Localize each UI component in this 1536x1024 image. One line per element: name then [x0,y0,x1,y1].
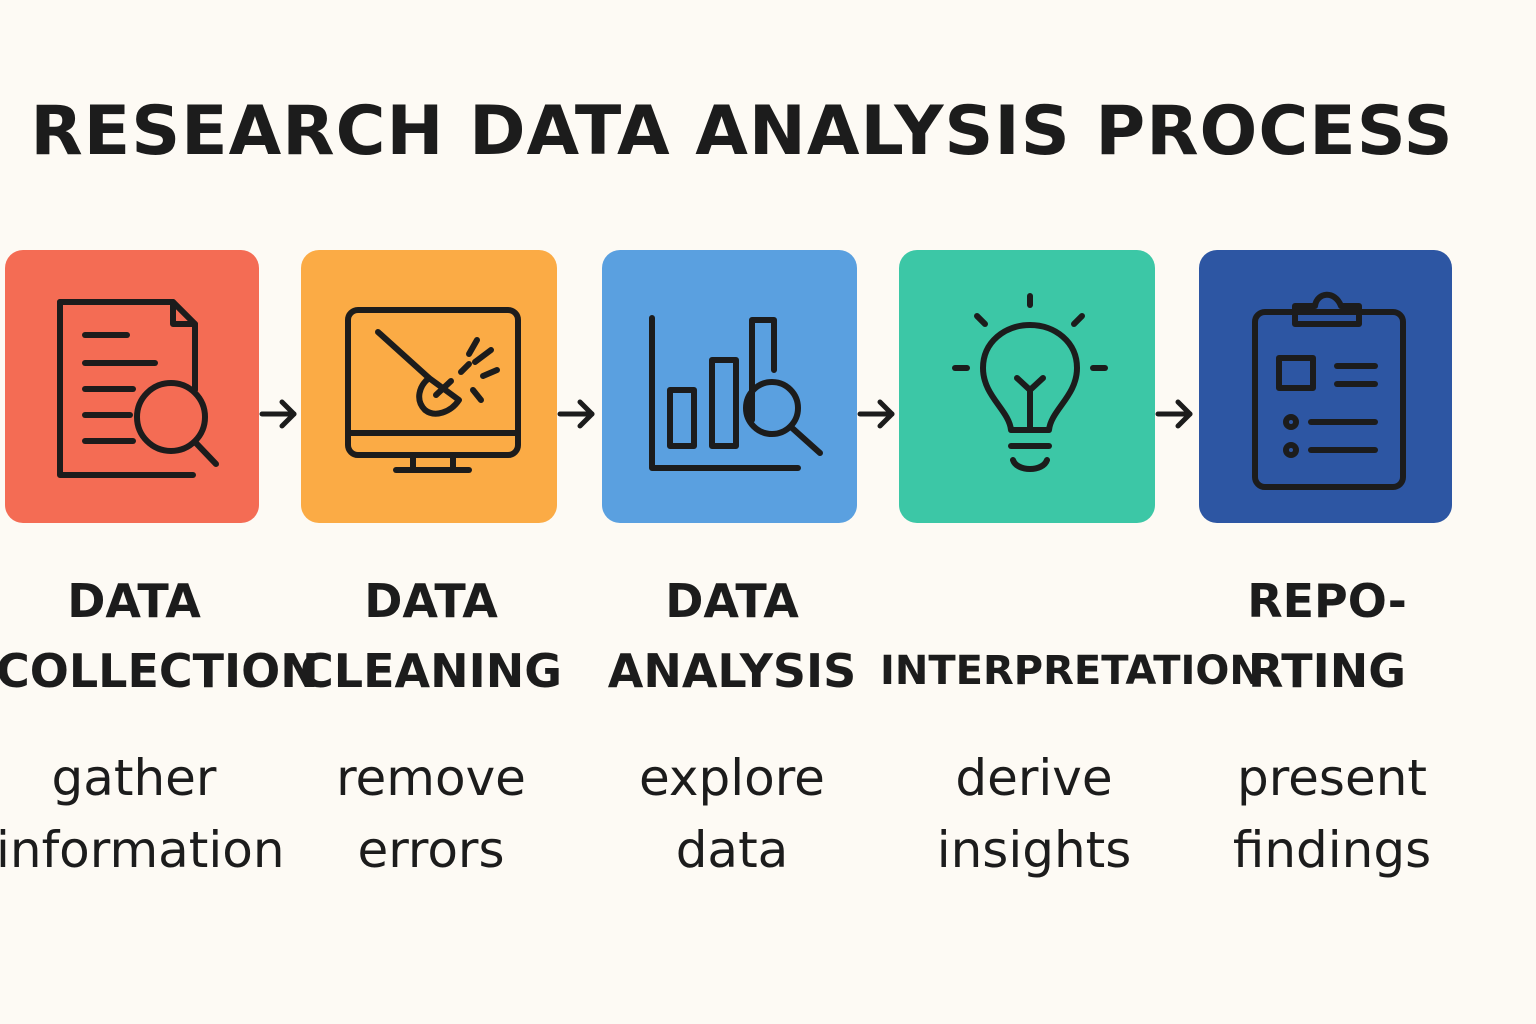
page-title: RESEARCH DATA ANALYSIS PROCESS [30,92,1454,171]
step-desc-line: data [675,821,789,879]
step-desc-data-analysis: explore data [600,742,864,886]
step-label-line: REPO- [1247,574,1407,628]
step-desc-reporting: present findings [1200,742,1464,886]
step-desc-line: explore [639,749,825,807]
step-desc-line: gather [51,749,217,807]
step-tile-data-collection [5,250,259,523]
step-label-line: RTING [1247,644,1407,698]
step-desc-line: derive [955,749,1113,807]
step-tile-data-cleaning [301,250,557,523]
step-desc-interpretation: derive insights [900,742,1168,886]
step-label-line: ANALYSIS [607,644,857,698]
step-desc-line: insights [936,821,1132,879]
arrow-right-icon [1155,399,1193,429]
step-desc-data-collection: gather information [0,742,285,886]
arrow-right-icon [857,399,895,429]
step-label-line: DATA [665,574,799,628]
step-desc-line: present [1236,749,1428,807]
document-search-icon [57,299,219,478]
step-label-data-cleaning: DATA CLEANING [296,566,566,706]
step-desc-line: information [0,821,285,879]
bar-chart-search-icon [649,315,823,471]
step-label-reporting: REPO- RTING [1214,566,1440,706]
lightbulb-icon [952,293,1108,472]
arrow-right-icon [557,399,595,429]
monitor-broom-icon [345,307,521,473]
step-label-line: INTERPRETATION [880,648,1263,694]
step-desc-line: remove [336,749,526,807]
step-label-line: CLEANING [300,644,562,698]
step-label-line: DATA [67,574,201,628]
step-label-line [880,566,1208,636]
step-label-line: COLLECTION [0,644,319,698]
step-label-data-collection: DATA COLLECTION [0,566,319,706]
step-label-interpretation: INTERPRETATION [880,566,1263,706]
step-tile-reporting [1199,250,1452,523]
clipboard-report-icon [1252,291,1406,490]
step-label-data-analysis: DATA ANALYSIS [600,566,864,706]
arrow-right-icon [259,399,297,429]
step-desc-line: findings [1232,821,1432,879]
step-tile-interpretation [899,250,1155,523]
step-desc-line: errors [357,821,505,879]
step-desc-data-cleaning: remove errors [296,742,566,886]
step-label-line: DATA [364,574,498,628]
step-tile-data-analysis [602,250,857,523]
